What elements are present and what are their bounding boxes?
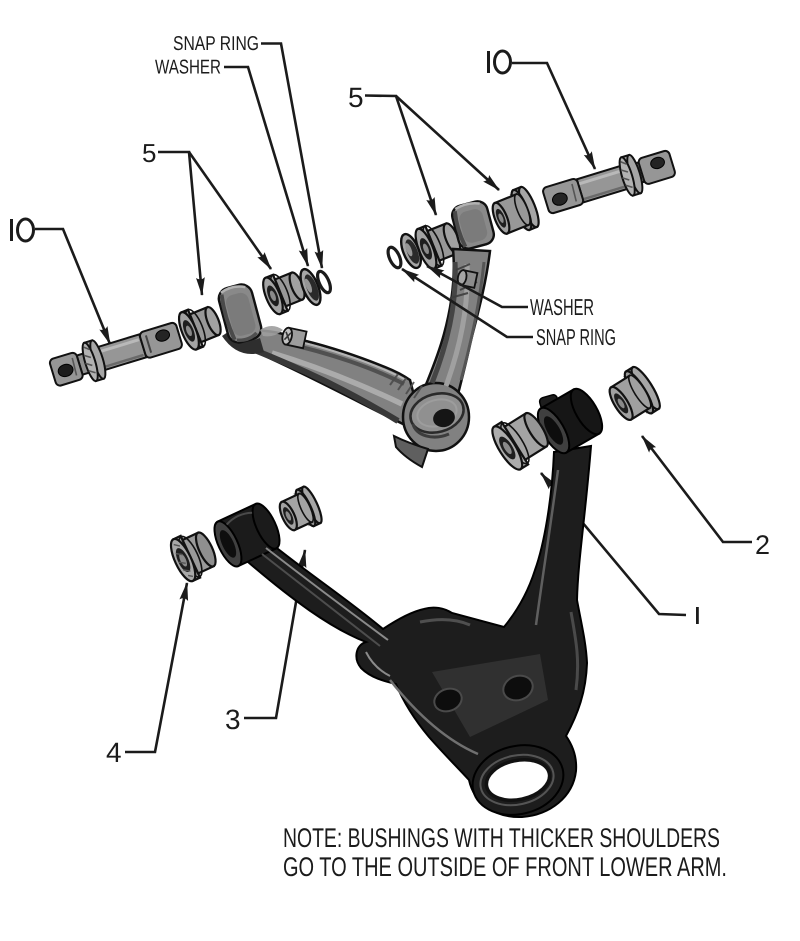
svg-text:5: 5 — [142, 138, 156, 168]
svg-text:WASHER: WASHER — [530, 294, 594, 320]
svg-text:WASHER: WASHER — [155, 57, 221, 79]
svg-text:SNAP RING: SNAP RING — [173, 33, 259, 55]
svg-text:4: 4 — [106, 737, 122, 768]
svg-text:NOTE: BUSHINGS WITH THICKER SH: NOTE: BUSHINGS WITH THICKER SHOULDERS — [283, 823, 720, 853]
svg-text:2: 2 — [755, 530, 770, 560]
svg-text:3: 3 — [225, 704, 241, 735]
svg-text:5: 5 — [348, 82, 364, 113]
svg-text:GO TO THE OUTSIDE OF FRONT LOW: GO TO THE OUTSIDE OF FRONT LOWER ARM. — [283, 852, 727, 882]
svg-text:SNAP RING: SNAP RING — [536, 324, 616, 350]
